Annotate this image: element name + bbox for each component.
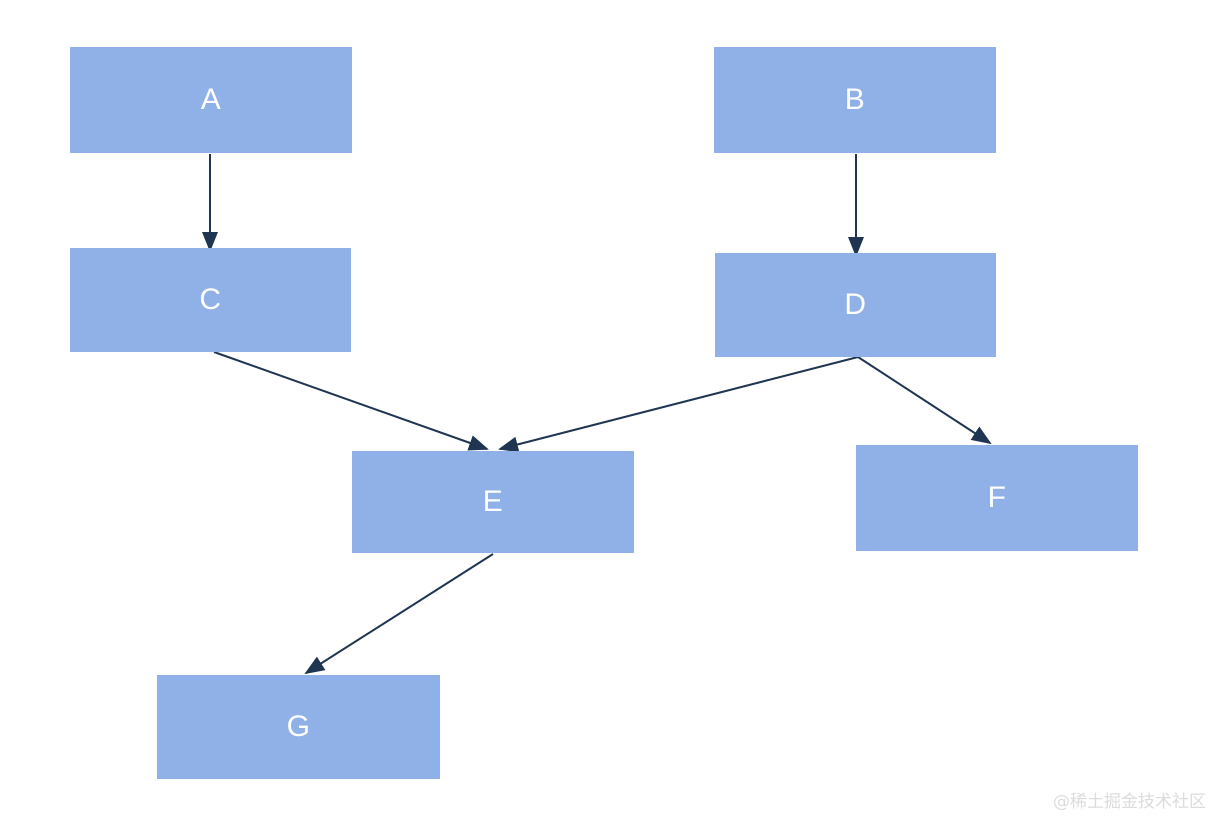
edge-d-to-f [857,356,992,445]
node-label: G [286,710,311,743]
edge-c-to-e [213,351,489,451]
edge-e-to-g [304,553,494,675]
node-label: E [482,485,504,518]
edges [202,154,992,675]
node-e[interactable]: E [352,451,634,553]
node-c[interactable]: C [70,248,351,352]
node-b[interactable]: B [714,47,996,153]
node-label: D [844,288,867,321]
watermark: @稀土掘金技术社区 [1053,792,1206,812]
node-a[interactable]: A [70,47,352,153]
node-label: C [199,283,222,316]
edge-d-to-e [498,356,859,453]
node-g[interactable]: G [157,675,440,779]
node-label: A [200,83,222,116]
node-label: B [844,83,866,116]
node-d[interactable]: D [715,253,996,357]
node-label: F [987,481,1007,514]
node-f[interactable]: F [856,445,1138,551]
